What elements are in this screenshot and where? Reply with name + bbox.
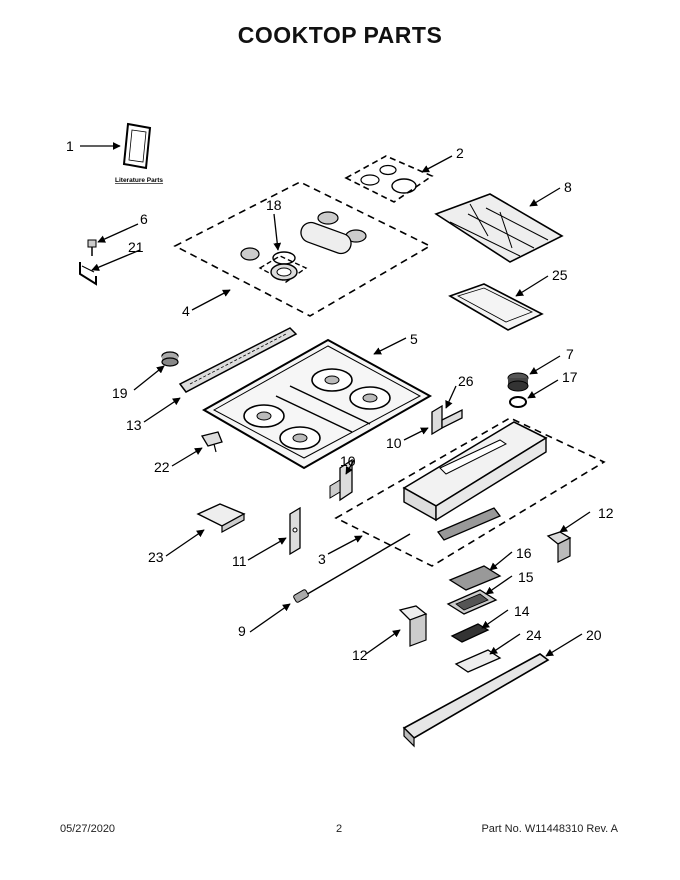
part-26-bracket[interactable] [431,404,463,436]
part-13-rear-trim[interactable] [178,327,298,393]
callout-15: 15 [518,569,534,585]
callout-18: 18 [266,197,282,213]
part-3-control-panel-group[interactable] [334,417,606,567]
callout-20: 20 [586,627,602,643]
callout-9: 9 [238,623,246,639]
part-24-bracket[interactable] [454,649,502,673]
part-8-grate[interactable] [434,193,564,263]
callout-26: 26 [458,373,474,389]
part-16-cover[interactable] [448,565,502,591]
callout-3: 3 [318,551,326,567]
footer-date: 05/27/2020 [60,823,116,835]
literature-parts-icon[interactable] [122,122,152,170]
leader-arrows [80,142,591,657]
callout-5: 5 [410,331,418,347]
part-17-bezel[interactable] [509,396,527,408]
callout-10b: 10 [340,453,356,469]
part-15-module[interactable] [446,589,498,615]
part-14-filter[interactable] [450,623,490,643]
part-12-knob-bracket-lower[interactable] [398,605,428,647]
page-title: COOKTOP PARTS [237,22,443,48]
callout-21: 21 [128,239,144,255]
callout-17: 17 [562,369,578,385]
footer-part-number: Part No. W11448310 Rev. A [481,823,618,835]
part-7-knob[interactable] [507,372,529,392]
callout-24: 24 [526,627,542,643]
part-12-knob-bracket-upper[interactable] [546,531,572,563]
part-5-cooktop[interactable] [201,338,433,470]
callout-11: 11 [232,553,247,569]
part-2-burner-rings[interactable] [344,155,434,203]
part-6-screw[interactable] [87,239,97,256]
literature-parts-label: Literature Parts [115,177,163,184]
callout-25: 25 [552,267,568,283]
callout-2: 2 [456,145,464,161]
part-9-igniter-wire[interactable] [293,533,411,603]
callout-16: 16 [516,545,532,561]
callout-6: 6 [140,211,148,227]
part-18-burner[interactable] [258,251,308,283]
callout-19: 19 [112,385,128,401]
part-11-bracket[interactable] [289,506,301,556]
callout-4: 4 [182,303,190,319]
callout-22: 22 [154,459,170,475]
part-20-front-trim[interactable] [402,653,550,748]
part-23-shield[interactable] [196,503,246,534]
part-25-griddle[interactable] [448,283,544,331]
callout-13: 13 [126,417,142,433]
callout-10a: 10 [386,435,402,451]
callout-12b: 12 [352,647,368,663]
part-19-foot[interactable] [161,351,179,367]
callout-14: 14 [514,603,530,619]
callout-12a: 12 [598,505,614,521]
part-21-bracket[interactable] [79,262,97,286]
part-4-burner-assembly-group[interactable] [173,181,432,317]
callout-8: 8 [564,179,572,195]
callout-23: 23 [148,549,164,565]
part-22-clip[interactable] [200,431,223,453]
footer-page-number: 2 [336,823,343,835]
callout-1: 1 [66,138,74,154]
callout-7: 7 [566,346,574,362]
